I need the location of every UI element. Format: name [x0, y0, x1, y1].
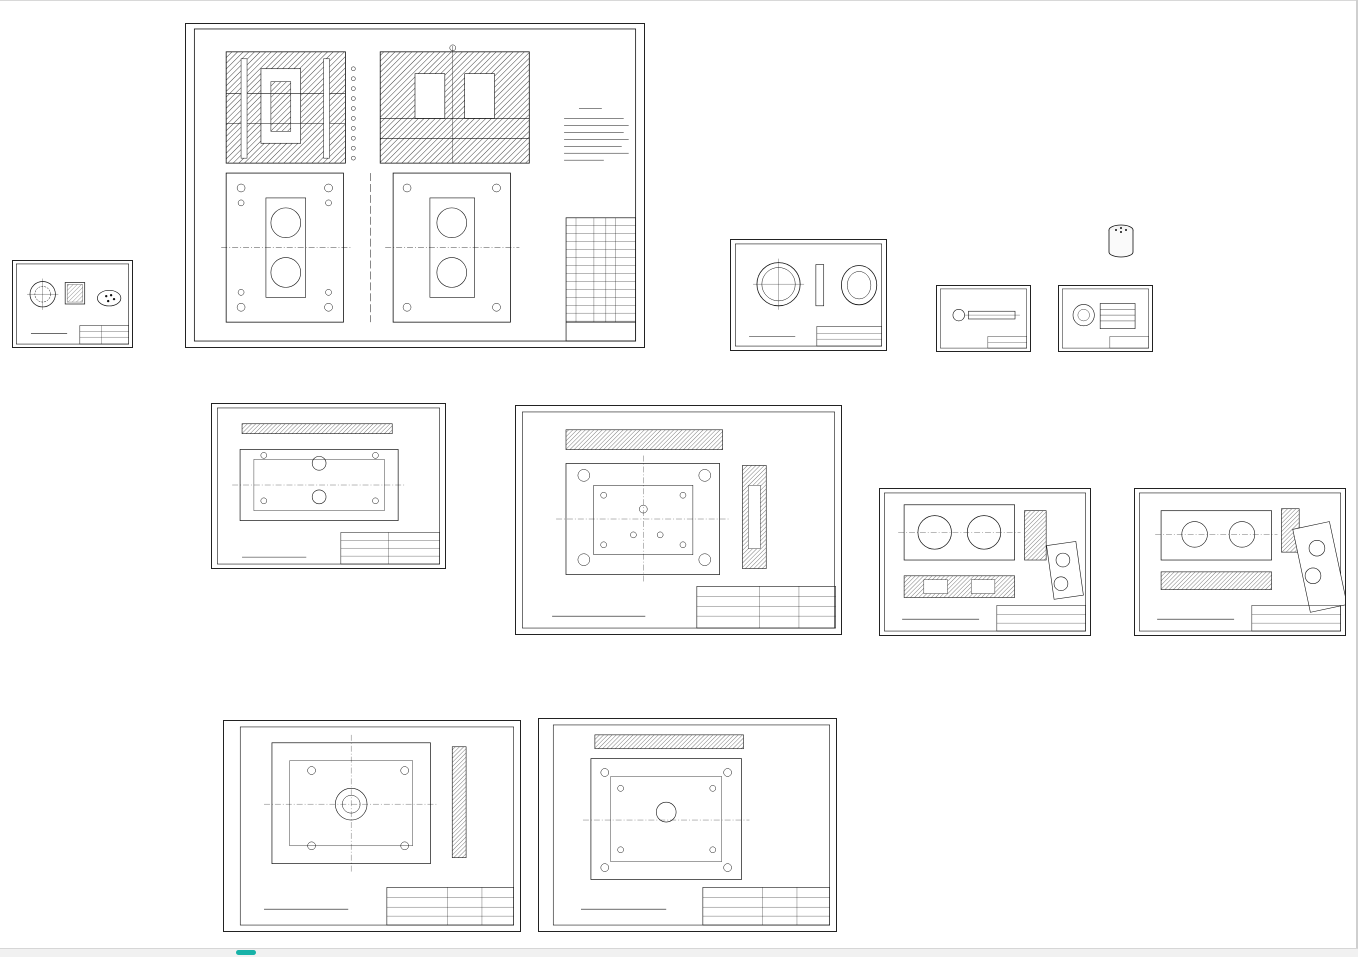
iso-part-icon — [1104, 222, 1138, 260]
window-right-edge — [1356, 0, 1358, 956]
scrollbar-thumb[interactable] — [236, 950, 256, 955]
plate-2-svg — [522, 411, 836, 629]
sheet-core-part[interactable] — [1058, 285, 1153, 352]
sheet-cavity-plate[interactable] — [879, 488, 1091, 636]
cavity-plate-svg — [884, 492, 1086, 632]
sheet-pin-part[interactable] — [936, 285, 1031, 352]
clamp-plate-1-svg — [239, 726, 514, 926]
ring-part-svg — [735, 243, 882, 347]
assembly-svg — [193, 28, 637, 342]
plate-1-svg — [217, 407, 440, 565]
sheet-assembly[interactable] — [185, 23, 645, 348]
toolbar-edge — [0, 0, 1358, 1]
part-small-svg — [16, 263, 129, 345]
sheet-plate-2[interactable] — [515, 405, 842, 635]
pin-part-svg — [940, 288, 1027, 349]
sheet-plate-1[interactable] — [211, 403, 446, 569]
sheet-clamp-plate-2[interactable] — [538, 718, 837, 932]
horizontal-scrollbar[interactable] — [0, 948, 1358, 957]
core-plate-svg — [1139, 492, 1345, 632]
core-part-svg — [1062, 288, 1149, 349]
sheet-core-plate[interactable] — [1134, 488, 1346, 636]
clamp-plate-2-svg — [552, 724, 830, 926]
sheet-part-small[interactable] — [12, 260, 133, 348]
sheet-ring-part[interactable] — [730, 239, 887, 351]
sheet-clamp-plate-1[interactable] — [223, 720, 521, 932]
